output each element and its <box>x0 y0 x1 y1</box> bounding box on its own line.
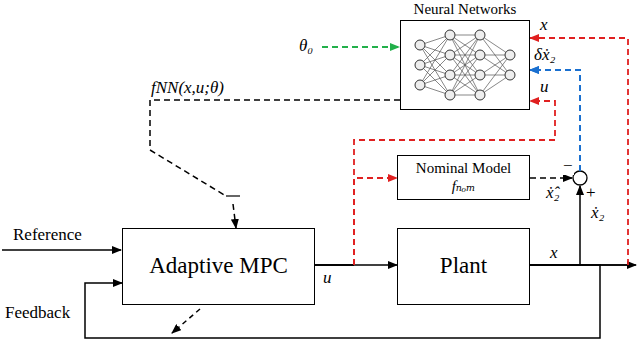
node-title: Plant <box>440 253 487 279</box>
signal-name: δẋ₂ <box>533 46 556 64</box>
signal-name: u <box>539 78 550 96</box>
network-box: Neural Networks <box>400 20 530 110</box>
summing-junction <box>573 171 587 185</box>
node-title: Adaptive MPC <box>149 253 288 279</box>
signal-name: Feedback <box>4 304 71 322</box>
plant-box: Plant <box>397 228 530 305</box>
signal-name: u <box>322 269 333 287</box>
signal-connector <box>530 70 580 178</box>
node-title: Neural Networks <box>414 1 517 18</box>
switch-contact <box>226 195 240 196</box>
signal-connector <box>530 70 580 265</box>
signal-connector <box>530 38 628 265</box>
model-box: Nominal Modelfₙₒₘ <box>397 155 530 200</box>
node-formula: fₙₒₘ <box>452 178 476 195</box>
signal-name: x <box>539 16 549 34</box>
sign-mark: + <box>585 184 597 202</box>
theta-input-arrow <box>322 46 399 48</box>
signal-connector <box>315 265 397 266</box>
adaptive-arrow <box>172 309 200 333</box>
signal-connector <box>150 100 400 228</box>
neural-net-icon <box>415 30 515 100</box>
sign-mark: − <box>562 157 574 175</box>
signal-name: fNN(x,u;θ) <box>150 79 225 97</box>
signal-name: x <box>549 244 559 262</box>
node-title: Nominal Model <box>416 160 511 177</box>
signal-name: θ₀ <box>298 37 314 55</box>
controller-box: Adaptive MPC <box>122 228 315 305</box>
signal-connector <box>315 178 397 265</box>
signal-name: ẋ₂ <box>590 204 605 222</box>
reference-arrow <box>2 249 121 251</box>
signal-name: Reference <box>12 226 83 244</box>
signal-name: ẋ̂₂ <box>545 184 560 202</box>
